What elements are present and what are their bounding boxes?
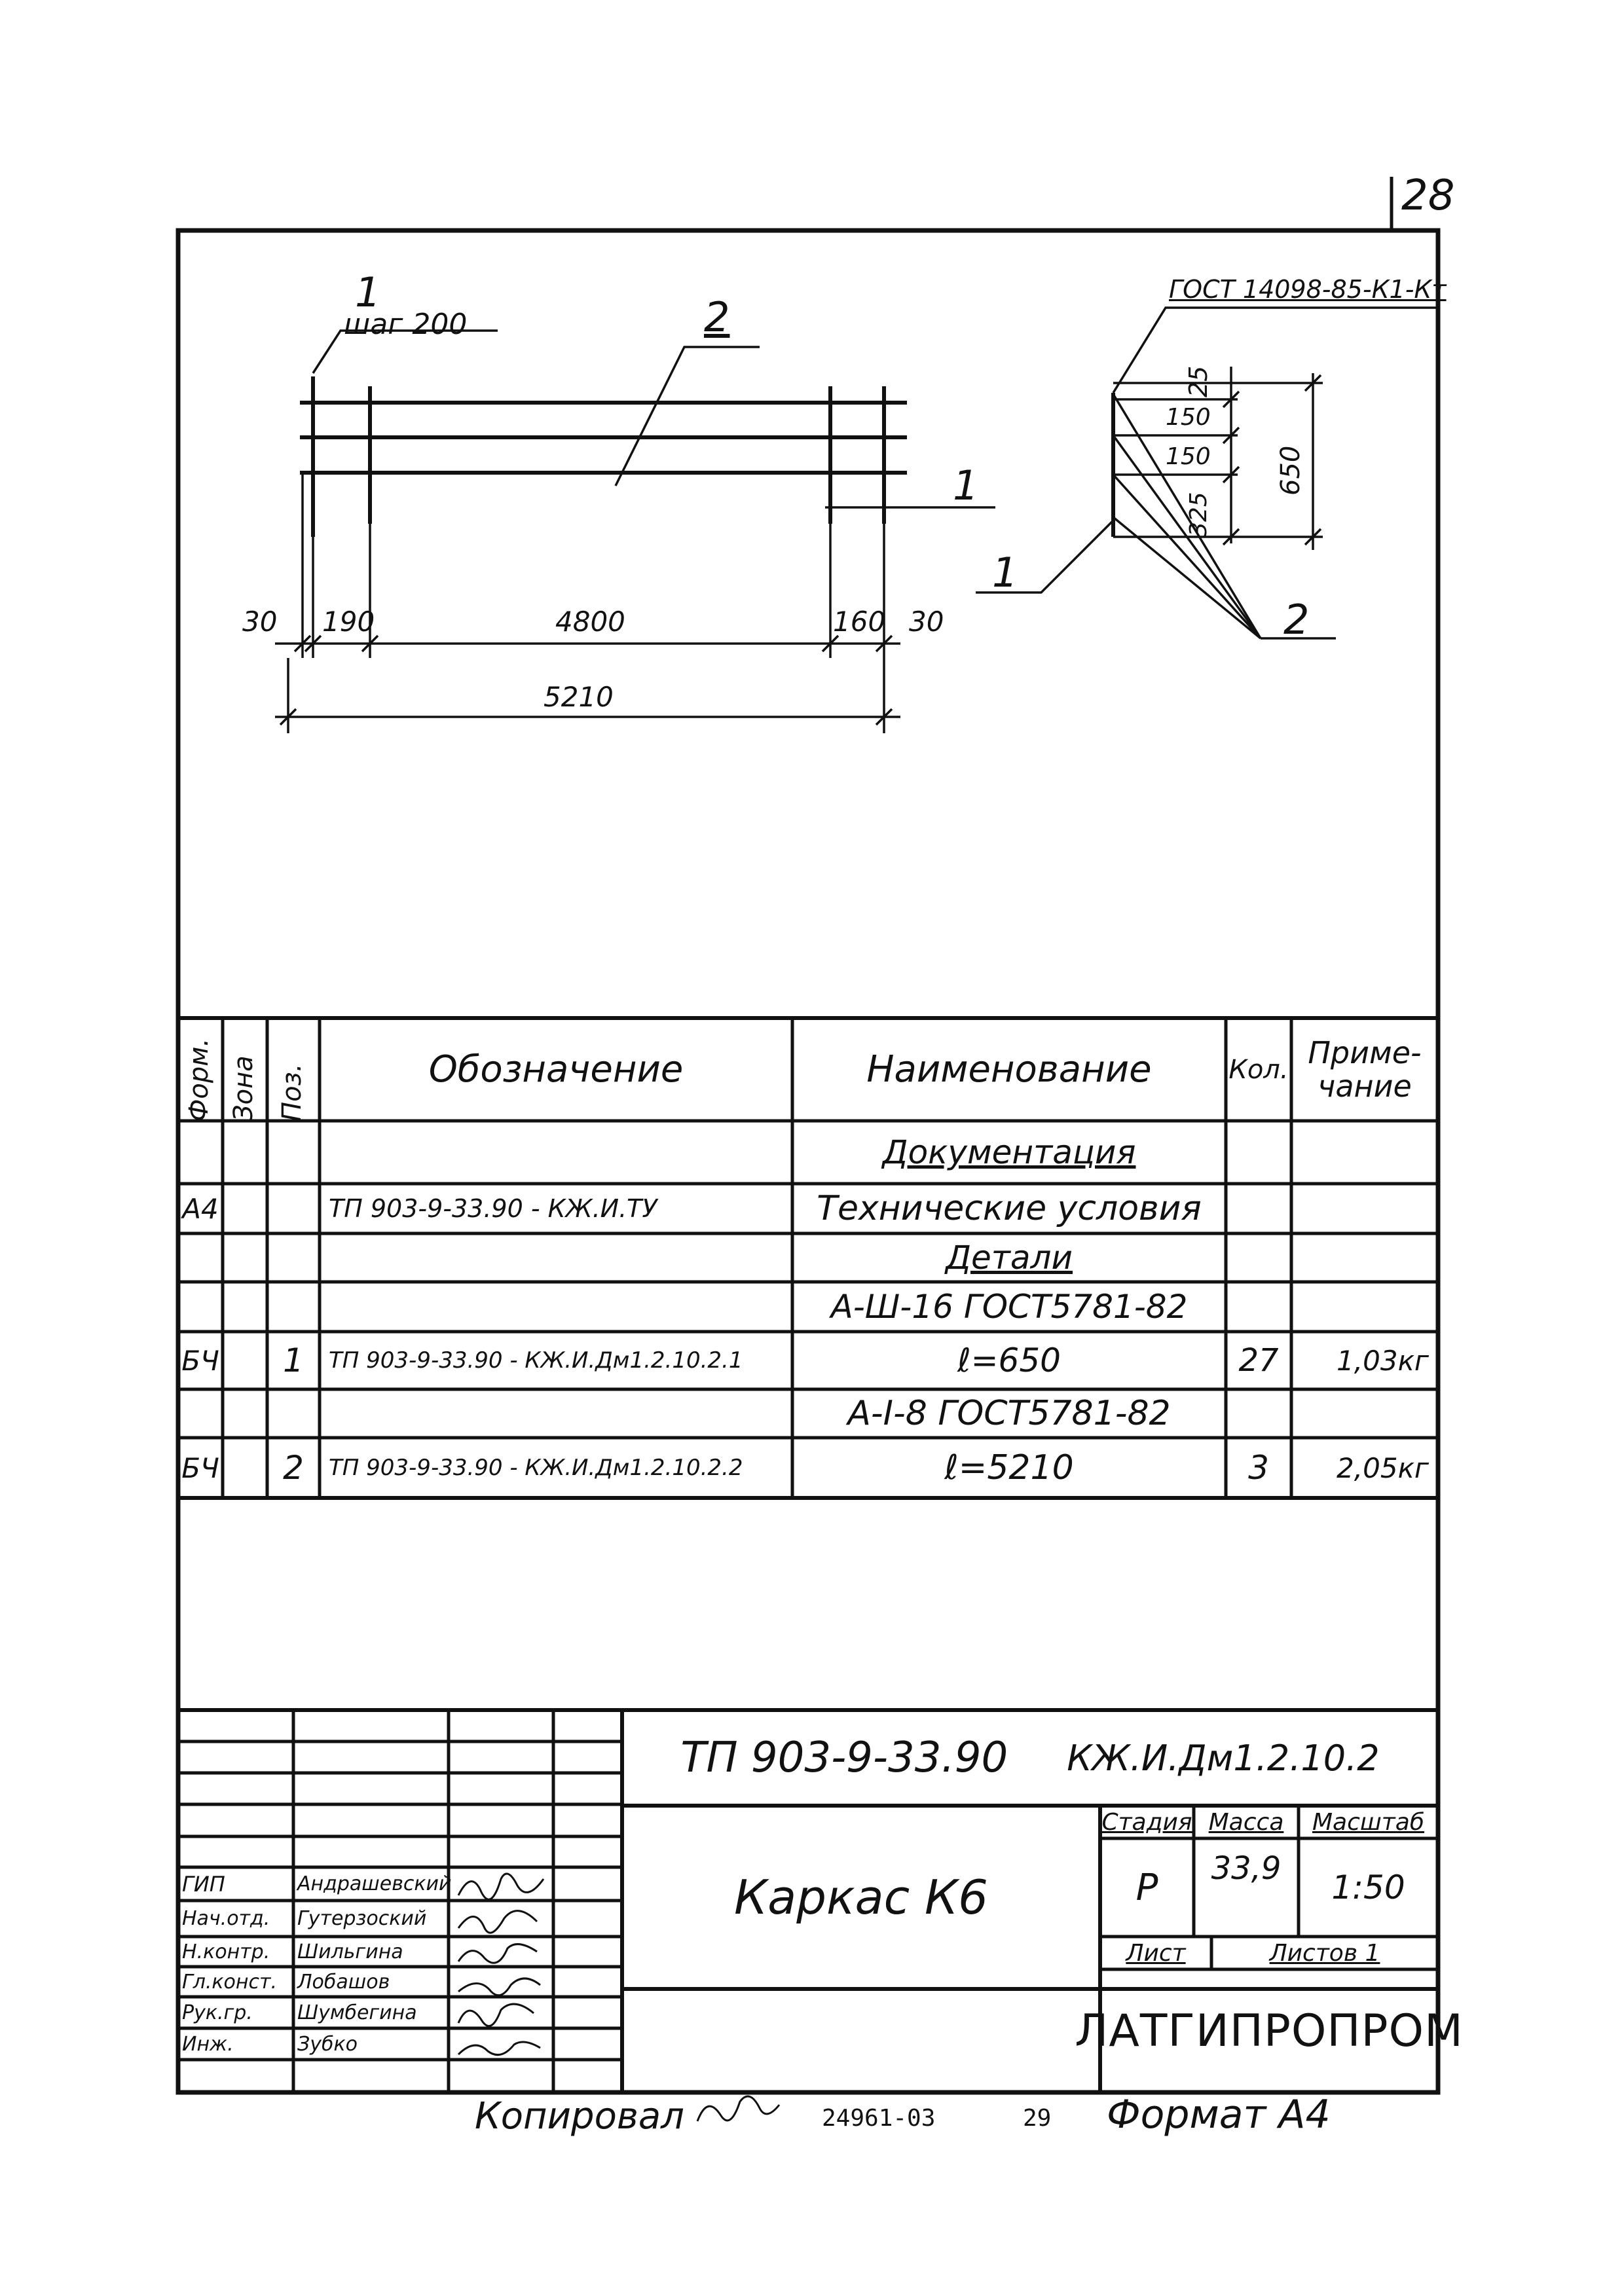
copy-note: Копировал — [475, 2095, 684, 2138]
signature-engineer — [457, 2041, 541, 2056]
row1-designation: ТП 903-9-33.90 - КЖ.И.ТУ — [329, 1194, 657, 1223]
name-engineer: Зубко — [297, 2032, 358, 2056]
row1-name: Технические условия — [817, 1189, 1202, 1228]
page-number: 28 — [1401, 172, 1455, 220]
row4-format: БЧ — [181, 1344, 219, 1377]
drawing-title: Каркас К6 — [734, 1870, 988, 1925]
row4-name: ℓ=650 — [957, 1341, 1061, 1379]
mass-value: 33,9 — [1211, 1850, 1282, 1887]
row6-pos: 2 — [283, 1449, 304, 1487]
signature-norm-control — [457, 1943, 538, 1964]
dim-30-right: 30 — [909, 606, 944, 638]
signature-gip — [457, 1872, 545, 1901]
section-pos1-label: 1 — [992, 549, 1018, 596]
pos1-label: 1 — [355, 268, 381, 316]
document-suffix: КЖ.И.Дм1.2.10.2 — [1067, 1737, 1380, 1779]
organization-name: ЛАТГИПРОПРОМ — [1075, 2005, 1464, 2057]
document-code: ТП 903-9-33.90 — [680, 1734, 1008, 1782]
row6-designation: ТП 903-9-33.90 - КЖ.И.Дм1.2.10.2.2 — [329, 1455, 743, 1481]
step-label: шаг 200 — [344, 308, 468, 341]
name-chief-constructor: Лобашов — [297, 1970, 390, 1994]
name-group-lead: Шумбегина — [297, 2001, 417, 2024]
name-head-dept: Гутерзоский — [297, 1907, 427, 1930]
role-head-dept: Нач.отд. — [182, 1907, 270, 1930]
row5-name: А-I-8 ГОСТ5781-82 — [847, 1394, 1171, 1433]
scale-value: 1:50 — [1331, 1868, 1405, 1906]
header-designation: Обозначение — [428, 1048, 684, 1091]
row-section-details: Детали — [945, 1239, 1073, 1277]
row6-name: ℓ=5210 — [944, 1448, 1074, 1487]
frame-elevation — [300, 376, 907, 537]
signature-chief-constructor — [458, 1977, 541, 1997]
row4-qty: 27 — [1238, 1342, 1279, 1379]
header-note: Приме-чание — [1308, 1034, 1422, 1104]
mass-label: Масса — [1208, 1808, 1284, 1836]
pos2-label: 2 — [704, 293, 730, 341]
stage-value: Р — [1135, 1866, 1158, 1909]
row6-qty: 3 — [1248, 1449, 1269, 1487]
signature-group-lead — [457, 2003, 534, 2028]
row1-format: А4 — [182, 1192, 219, 1225]
row6-note: 2,05кг — [1337, 1451, 1429, 1484]
outer-frame — [175, 228, 1441, 2095]
sheet-label: Лист — [1126, 1939, 1186, 1967]
document-code-cell: ТП 903-9-33.90 КЖ.И.Дм1.2.10.2 — [622, 1710, 1438, 1806]
dim-160: 160 — [833, 606, 886, 638]
copy-sheet-number: 29 — [1023, 2105, 1052, 2132]
dim-150-b: 150 — [1166, 443, 1211, 470]
signature-head-dept — [457, 1910, 538, 1934]
dim-30-left: 30 — [242, 606, 278, 638]
dim-4800: 4800 — [555, 606, 625, 638]
header-qty: Кол. — [1228, 1054, 1289, 1085]
row4-note: 1,03кг — [1337, 1344, 1429, 1377]
stage-label: Стадия — [1101, 1808, 1192, 1836]
frame-section-dimensions — [976, 306, 1438, 640]
name-gip: Андрашевский — [297, 1872, 452, 1895]
row3-name: А-Ш-16 ГОСТ5781-82 — [830, 1288, 1188, 1326]
row-section-documentation: Документация — [882, 1133, 1136, 1171]
frame-elevation-dimensions — [275, 329, 995, 733]
format-label: Формат А4 — [1107, 2092, 1331, 2138]
role-gip: ГИП — [182, 1871, 225, 1897]
role-chief-constructor: Гл.конст. — [182, 1970, 278, 1994]
sheets-label: Листов 1 — [1269, 1939, 1380, 1967]
dim-190: 190 — [322, 606, 375, 638]
header-name: Наименование — [866, 1048, 1152, 1091]
row6-format: БЧ — [181, 1451, 219, 1484]
scale-label: Масштаб — [1312, 1808, 1425, 1836]
row4-pos: 1 — [283, 1341, 304, 1379]
section-pos2-label: 2 — [1283, 596, 1310, 644]
gost-label: ГОСТ 14098-85-К1-Кт — [1169, 275, 1447, 304]
dim-5210: 5210 — [544, 681, 614, 713]
role-group-lead: Рук.гр. — [182, 2001, 253, 2024]
name-norm-control: Шильгина — [297, 1940, 403, 1963]
order-number: 24961-03 — [822, 2105, 936, 2132]
dim-150-a: 150 — [1166, 404, 1211, 431]
pos1-side-label: 1 — [953, 462, 979, 509]
role-norm-control: Н.контр. — [182, 1940, 270, 1963]
role-engineer: Инж. — [182, 2032, 234, 2056]
row4-designation: ТП 903-9-33.90 - КЖ.И.Дм1.2.10.2.1 — [329, 1347, 743, 1374]
